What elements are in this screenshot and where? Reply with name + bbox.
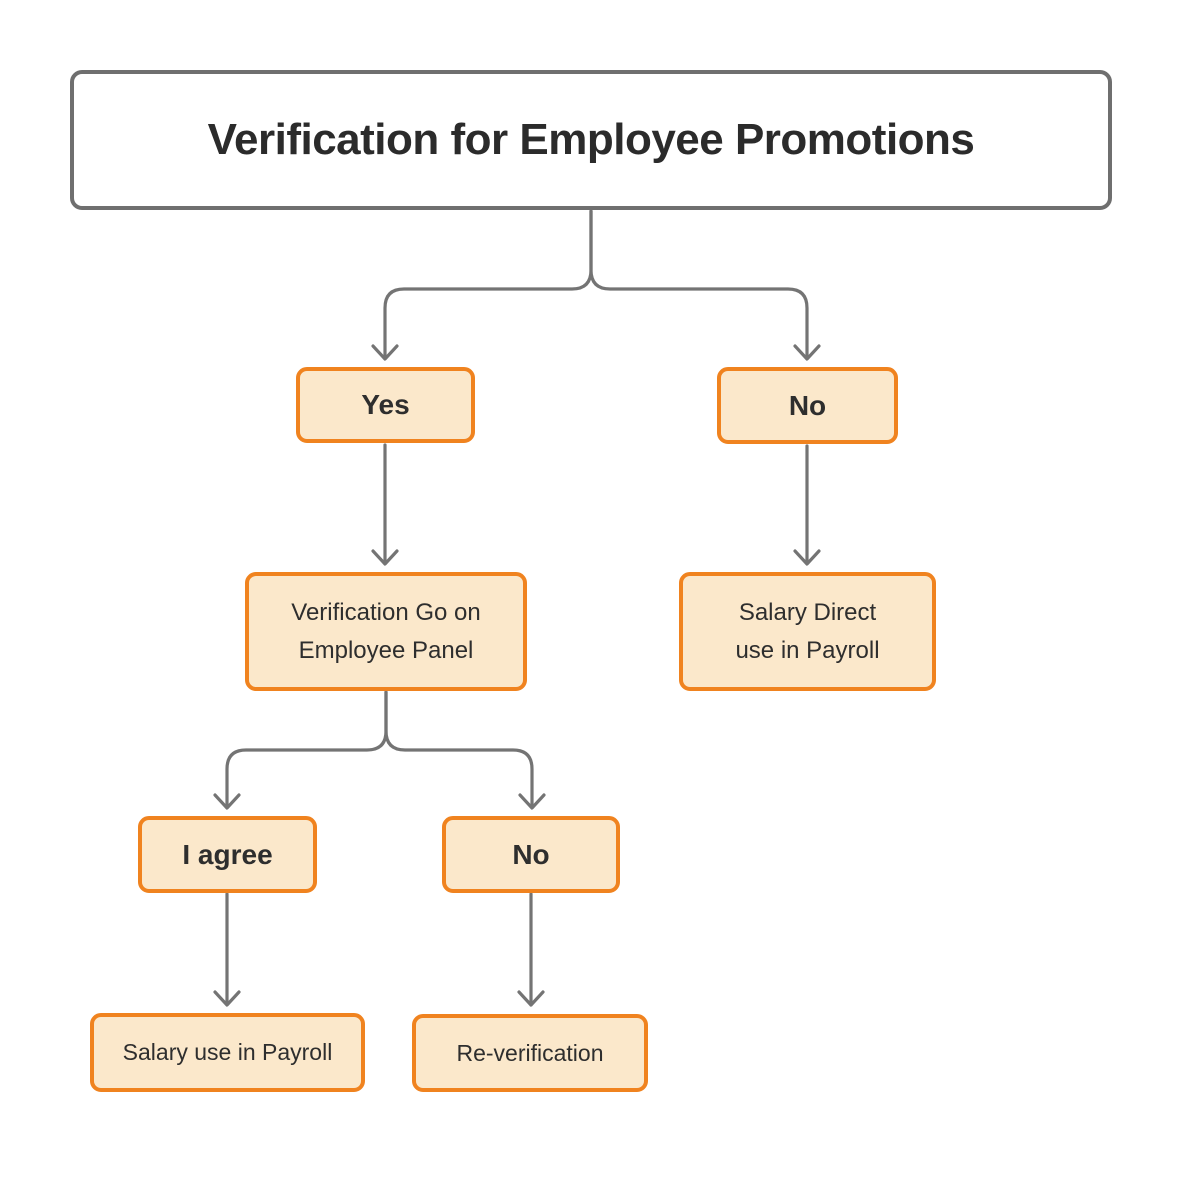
edge-no-to-salary-direct [793,444,821,566]
node-re-verification: Re-verification [412,1014,648,1092]
node-salary-use-payroll: Salary use in Payroll [90,1013,365,1092]
edge-title-to-yes [371,209,593,361]
edge-yes-to-panel [371,443,399,566]
edge-title-to-no [589,209,821,361]
node-verification-panel: Verification Go on Employee Panel [245,572,527,691]
node-no-top: No [717,367,898,444]
node-i-agree: I agree [138,816,317,893]
node-salary-use-payroll-label: Salary use in Payroll [122,1039,333,1065]
node-verification-panel-line1: Verification Go on [291,598,481,626]
node-salary-direct-line1: Salary Direct [738,598,877,626]
node-yes-label: Yes [361,389,410,420]
edge-no-to-re-verification [517,892,545,1007]
diagram-title: Verification for Employee Promotions [207,115,975,164]
edge-panel-to-no [384,690,546,810]
node-yes: Yes [296,367,475,443]
node-i-agree-label: I agree [182,838,273,870]
node-verification-panel-line2: Employee Panel [298,636,474,664]
title-box: Verification for Employee Promotions [70,70,1112,210]
node-no-bottom-label: No [512,838,550,870]
edge-panel-to-i-agree [213,690,388,810]
node-re-verification-label: Re-verification [456,1039,604,1066]
edge-i-agree-to-salary-payroll [213,892,241,1007]
node-salary-direct: Salary Direct use in Payroll [679,572,936,691]
node-no-bottom: No [442,816,620,893]
node-no-top-label: No [788,389,827,421]
node-salary-direct-line2: use in Payroll [735,636,880,664]
